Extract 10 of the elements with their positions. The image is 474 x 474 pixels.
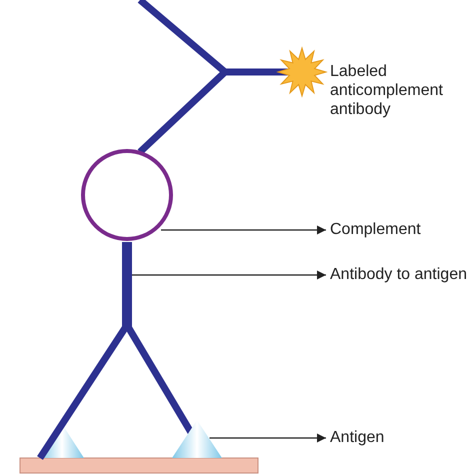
antibody-caption: Labeled anticomplement antibody (330, 62, 444, 119)
antigen-triangle (172, 420, 222, 458)
antibody-stem (122, 242, 132, 327)
leader-arrow (132, 270, 326, 280)
antibody-label: Antibody to antigen (330, 265, 470, 284)
leader-arrow (161, 225, 326, 235)
complement-label: Complement (330, 220, 470, 239)
complement-circle (80, 148, 174, 242)
leader-arrow (210, 433, 326, 443)
antigen-label: Antigen (330, 428, 470, 447)
